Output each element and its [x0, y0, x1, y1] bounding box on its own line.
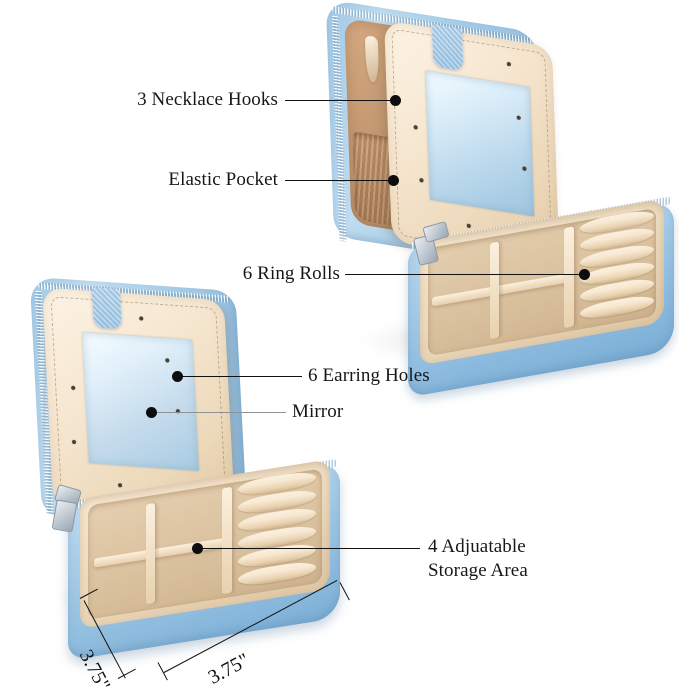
leader-mirror: [152, 412, 286, 413]
lid-pull-tab: [431, 23, 464, 71]
earring-hole-4: [413, 124, 418, 130]
mirror-top: [425, 70, 535, 217]
callout-earring-holes-label: 6 Earring Holes: [308, 365, 430, 386]
storage-divider-vertical-2: [564, 226, 574, 329]
leader-storage-area: [198, 548, 420, 549]
earring-hole-1: [506, 61, 511, 67]
callout-storage-area-label: 4 Adjuatable Storage Area: [428, 536, 528, 581]
earring-hole-b1: [139, 316, 144, 321]
leader-earring-holes: [178, 376, 302, 377]
earring-hole-b2: [165, 358, 170, 363]
product-image-top: [325, 0, 679, 398]
base-top: [408, 196, 679, 398]
callout-elastic-pocket-label: Elastic Pocket: [168, 169, 278, 190]
earring-hole-5: [419, 177, 424, 183]
product-image-bottom: [28, 275, 358, 661]
callout-necklace-hooks-label: 3 Necklace Hooks: [137, 89, 278, 110]
leader-necklace-hooks: [285, 100, 398, 101]
earring-hole-b5: [71, 439, 77, 445]
dim-label-width: 3.75": [204, 649, 254, 689]
callout-dot-earring-holes: [172, 371, 183, 382]
callout-dot-ring-rolls: [579, 269, 590, 280]
storage-divider-vertical-b2: [222, 486, 232, 595]
base-bottom: [68, 459, 358, 661]
callout-dot-storage-area: [192, 543, 203, 554]
earring-hole-3: [522, 166, 527, 172]
callout-ring-rolls-label: 6 Ring Rolls: [242, 263, 340, 284]
earring-hole-2: [516, 115, 521, 121]
leader-ring-rolls: [345, 274, 585, 275]
leader-elastic-pocket: [285, 180, 396, 181]
lid-pull-tab-bottom: [91, 287, 122, 330]
callout-mirror-label: Mirror: [292, 401, 344, 422]
storage-divider-vertical-b: [146, 502, 155, 605]
callout-dot-necklace-hooks: [390, 95, 401, 106]
callout-dot-mirror: [146, 407, 157, 418]
mirror-bottom: [82, 332, 199, 471]
storage-divider-vertical: [490, 241, 499, 340]
earring-hole-b4: [71, 385, 76, 391]
callout-dot-elastic-pocket: [388, 175, 399, 186]
